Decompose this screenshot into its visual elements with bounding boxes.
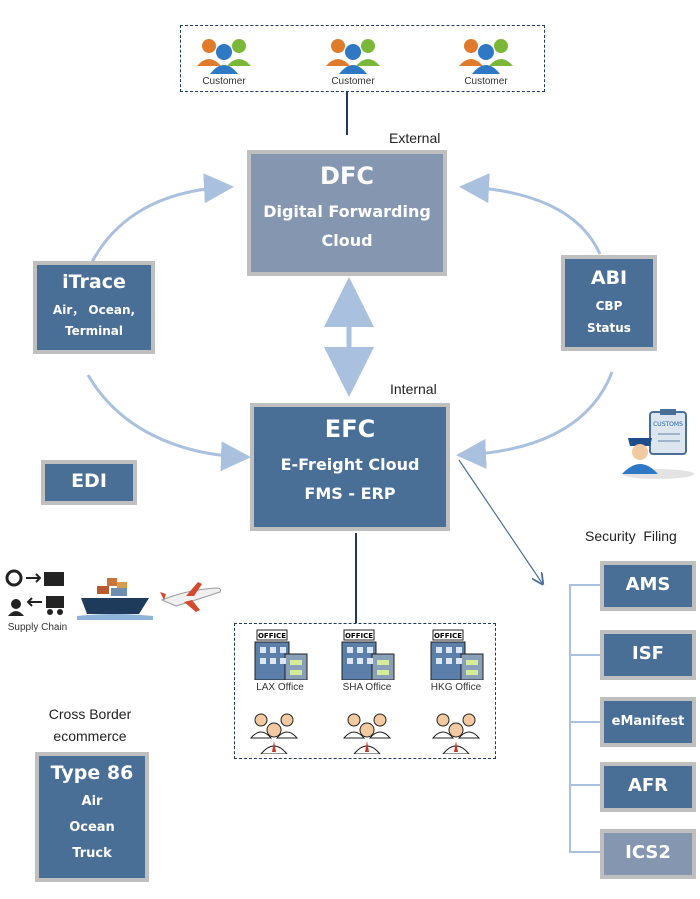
abi-line1: CBP	[595, 299, 623, 313]
type86-line1: Air	[81, 794, 103, 809]
supply-chain-icon	[2, 568, 72, 618]
dfc-line1: Digital Forwarding	[263, 202, 431, 221]
type86-line2: Ocean	[69, 820, 115, 835]
office-sign: OFFICE	[434, 632, 462, 640]
supply-chain-label: Supply Chain	[7, 622, 68, 633]
abi-title: ABI	[590, 267, 628, 289]
cross-border-caption-2: ecommerce	[53, 728, 127, 744]
customer-3: Customer	[451, 34, 521, 89]
dfc-box: DFC Digital Forwarding Cloud	[247, 150, 447, 276]
efc-title: EFC	[324, 415, 376, 443]
office-label: SHA Office	[342, 682, 392, 693]
customers-group: Customer Customer Customer	[180, 25, 545, 92]
type86-line3: Truck	[72, 846, 112, 861]
abi-efc-arrow	[456, 371, 614, 469]
cross-border-caption-1: Cross Border	[48, 706, 132, 722]
customs-label: CUSTOMS	[653, 421, 683, 428]
office-1: OFFICE LAX Office	[245, 628, 315, 696]
dfc-title: DFC	[320, 162, 374, 190]
type86-box: Type 86 Air Ocean Truck	[35, 752, 149, 882]
security-bracket	[569, 584, 600, 853]
customer-2: Customer	[318, 34, 388, 89]
office-label: LAX Office	[256, 682, 304, 693]
staff-group-icon	[342, 710, 392, 755]
itrace-box: iTrace Air， Ocean, Terminal	[33, 261, 155, 354]
offices-group: OFFICE LAX Office OFFICE SHA Office OFFI…	[234, 623, 496, 759]
security-item-label: ICS2	[625, 842, 671, 863]
airplane-icon	[156, 576, 224, 618]
customer-group-icon	[197, 39, 251, 74]
office-label: HKG Office	[430, 682, 482, 693]
abi-dfc-arrow	[459, 173, 602, 255]
office-2: OFFICE SHA Office	[332, 628, 402, 696]
cargo-ship-icon	[77, 572, 153, 620]
customer-label: Customer	[464, 76, 508, 87]
customer-1: Customer	[189, 34, 259, 89]
customer-group-icon	[459, 39, 513, 74]
itrace-dfc-arrow	[90, 173, 234, 263]
type86-title: Type 86	[50, 762, 134, 784]
security-item-label: AMS	[625, 574, 671, 595]
staff-group-icon	[431, 710, 481, 755]
edi-box: EDI	[41, 460, 137, 505]
security-item-ams: AMS	[600, 561, 696, 611]
office-building-icon: OFFICE	[254, 629, 308, 681]
itrace-line2: Terminal	[64, 324, 124, 338]
customer-group-icon	[326, 39, 380, 74]
customer-label: Customer	[202, 76, 246, 87]
customer-label: Customer	[331, 76, 375, 87]
office-sign: OFFICE	[258, 632, 286, 640]
efc-line2: FMS - ERP	[304, 484, 396, 503]
staff-group-icon	[249, 710, 299, 755]
efc-box: EFC E-Freight Cloud FMS - ERP	[250, 403, 450, 531]
abi-box: ABI CBP Status	[561, 255, 657, 351]
office-3: OFFICE HKG Office	[421, 628, 491, 696]
security-item-afr: AFR	[600, 762, 696, 812]
customs-officer-icon: CUSTOMS	[618, 408, 698, 480]
security-item-ics2: ICS2	[600, 829, 696, 879]
external-caption: External	[389, 130, 441, 146]
abi-line2: Status	[587, 321, 631, 335]
security-item-label: ISF	[632, 643, 664, 664]
office-sign: OFFICE	[345, 632, 373, 640]
itrace-line1: Air， Ocean,	[52, 303, 136, 317]
security-filing-caption: Security Filing	[585, 528, 677, 544]
efc-line1: E-Freight Cloud	[280, 455, 420, 474]
efc-security-arrow	[458, 459, 542, 583]
office-building-icon: OFFICE	[341, 629, 395, 681]
edi-title: EDI	[71, 470, 107, 492]
dfc-line2: Cloud	[321, 231, 373, 250]
office-building-icon: OFFICE	[430, 629, 484, 681]
itrace-efc-arrow	[86, 374, 251, 472]
itrace-title: iTrace	[62, 271, 126, 293]
internal-caption: Internal	[390, 381, 437, 397]
security-item-emanifest: eManifest	[600, 697, 696, 747]
security-item-label: eManifest	[611, 714, 685, 729]
security-item-isf: ISF	[600, 630, 696, 680]
security-item-label: AFR	[627, 775, 669, 796]
